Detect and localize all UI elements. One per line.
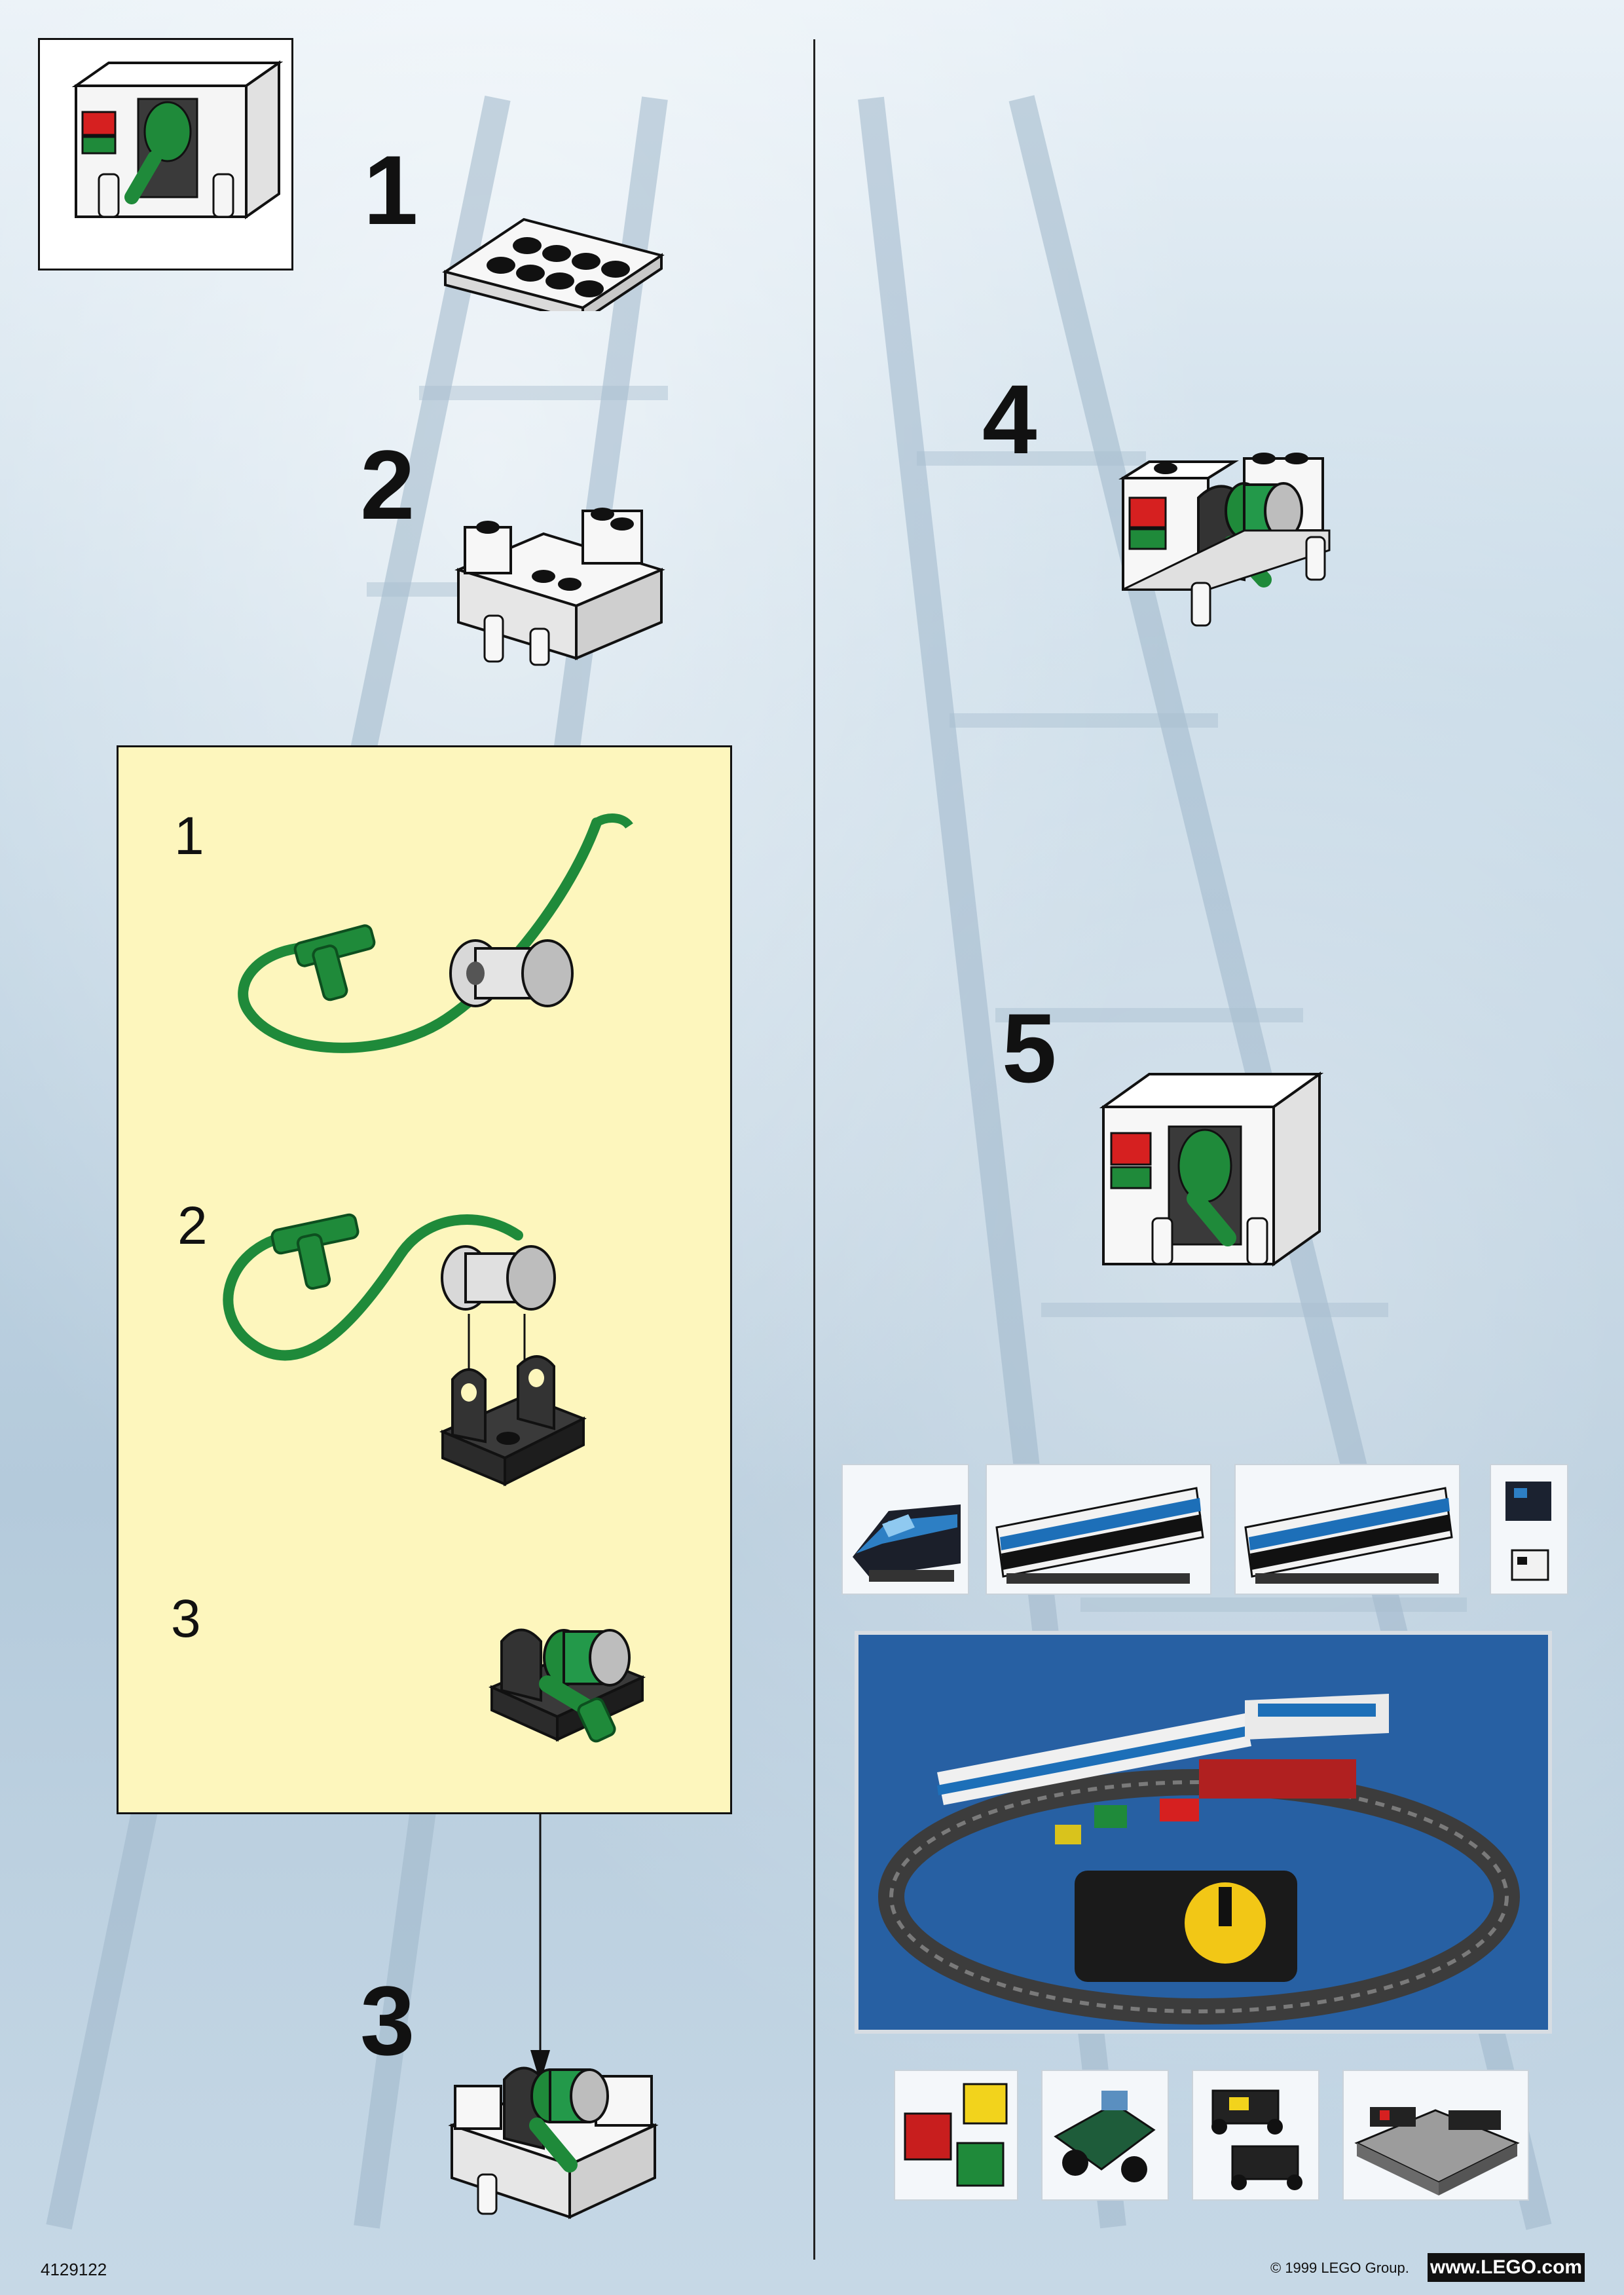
passenger-car-icon: [987, 1465, 1210, 1594]
step-3-number: 3: [360, 1971, 415, 2070]
copyright-text: © 1999 LEGO Group.: [1270, 2260, 1409, 2277]
step-4-number: 4: [982, 370, 1037, 468]
page-divider: [813, 39, 815, 2260]
step-1-plate-illustration: [439, 193, 668, 311]
finished-model-thumbnail: [38, 38, 293, 271]
step-1-number: 1: [363, 141, 418, 239]
cargo-crates-icon: [895, 2071, 1017, 2199]
photo-passenger-car-2: [1234, 1464, 1460, 1595]
part-number: 4129122: [41, 2260, 107, 2280]
photo-cargo-crates: [894, 2070, 1018, 2201]
step-3-winch-on-brick-illustration: [439, 2040, 668, 2224]
photo-green-vehicle: [1041, 2070, 1169, 2201]
train-set-photo-illustration: [858, 1635, 1548, 2030]
photo-locomotive: [841, 1464, 969, 1595]
spool-holder-illustration: [217, 1183, 688, 1550]
website-link[interactable]: www.LEGO.com: [1428, 2253, 1585, 2282]
passenger-car-icon: [1236, 1465, 1459, 1594]
assembled-winch-illustration: [485, 1602, 655, 1753]
photo-passenger-car-1: [986, 1464, 1211, 1595]
step-2-brick-illustration: [445, 498, 674, 668]
accessories-icon: [1491, 1465, 1567, 1594]
substep-1-number: 1: [174, 810, 204, 863]
step-5-completed-model-illustration: [1097, 1041, 1333, 1290]
locomotive-icon: [843, 1465, 968, 1594]
photo-complete-train-set: [855, 1631, 1552, 2034]
photo-small-accessories: [1490, 1464, 1568, 1595]
photo-platform: [1342, 2070, 1529, 2201]
step-5-number: 5: [1002, 999, 1056, 1097]
carts-icon: [1193, 2071, 1318, 2199]
rope-and-spool-illustration: [230, 796, 688, 1111]
winch-subassembly-panel: 1 2 3: [117, 745, 732, 1814]
substep-2-number: 2: [177, 1199, 208, 1253]
vehicle-icon: [1043, 2071, 1168, 2199]
finished-model-icon: [40, 40, 291, 269]
substep-3-number: 3: [171, 1592, 201, 1646]
photo-small-carts: [1192, 2070, 1320, 2201]
platform-icon: [1344, 2071, 1528, 2199]
step-4-assembly-illustration: [1113, 439, 1349, 648]
step-2-number: 2: [360, 436, 415, 534]
